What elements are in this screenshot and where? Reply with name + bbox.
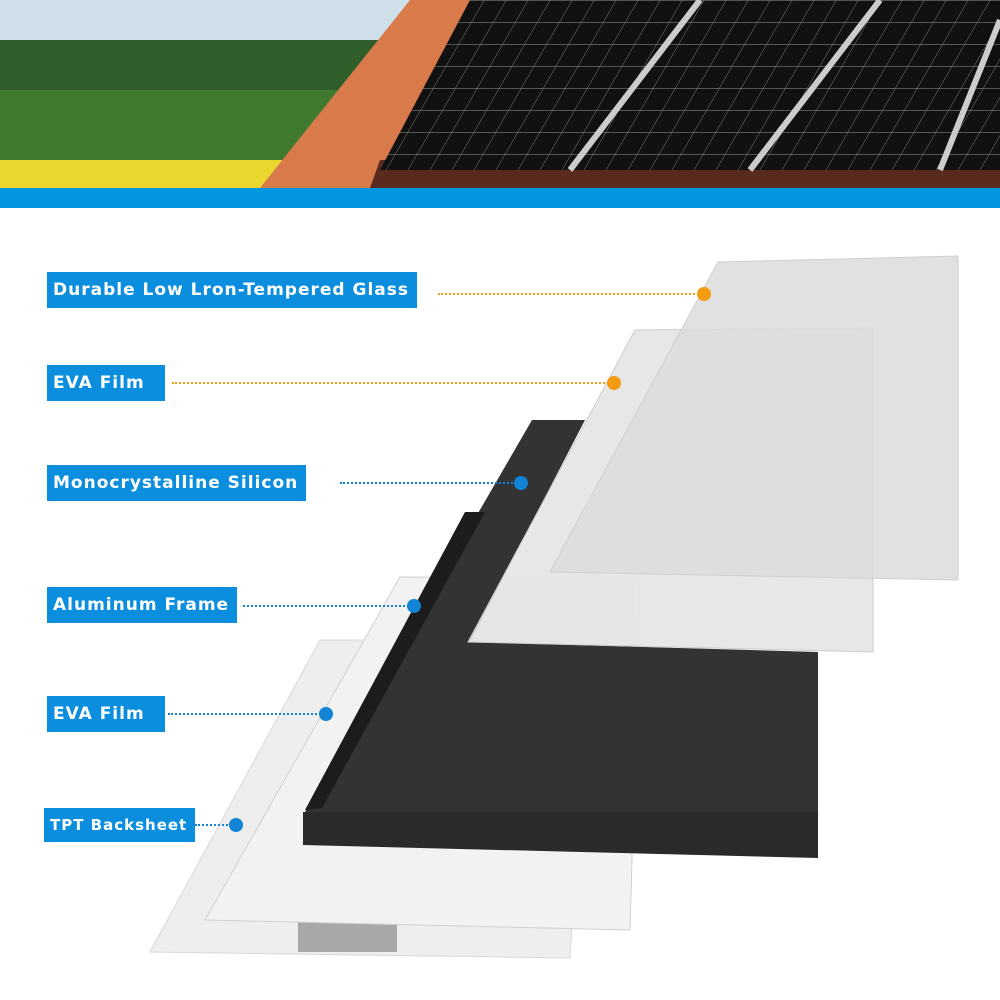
leader-line bbox=[172, 382, 612, 384]
label-silicon: Monocrystalline Silicon bbox=[47, 465, 307, 501]
frame-bottom bbox=[303, 810, 818, 858]
aluminum-frame-edge bbox=[305, 512, 485, 810]
blue-divider-band bbox=[0, 188, 1000, 208]
leader-line bbox=[168, 713, 325, 715]
leader-line bbox=[195, 824, 235, 826]
label-glass: Durable Low Lron-Tempered Glass bbox=[47, 272, 417, 308]
eva-top-marker-dot bbox=[607, 376, 621, 390]
label-aluminum-frame: Aluminum Frame bbox=[47, 587, 238, 623]
label-eva-film-bottom: EVA Film bbox=[47, 696, 165, 732]
glass-layer bbox=[549, 255, 959, 581]
silicon-panel bbox=[305, 420, 818, 812]
frame-marker-dot bbox=[407, 599, 421, 613]
rooftop-solar-photo bbox=[0, 0, 1000, 188]
label-eva-film-top: EVA Film bbox=[47, 365, 165, 401]
label-backsheet: TPT Backsheet bbox=[44, 808, 196, 842]
leader-line bbox=[243, 605, 413, 607]
leader-line bbox=[340, 482, 520, 484]
backsheet-marker-dot bbox=[229, 818, 243, 832]
leader-line bbox=[438, 293, 703, 295]
glass-marker-dot bbox=[697, 287, 711, 301]
eva-bottom-marker-dot bbox=[319, 707, 333, 721]
silicon-marker-dot bbox=[514, 476, 528, 490]
